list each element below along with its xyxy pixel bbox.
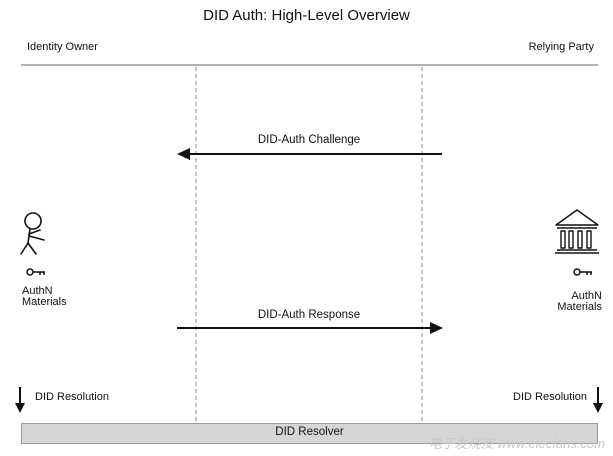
challenge-arrow: [177, 148, 442, 160]
stick-figure-icon: [20, 212, 45, 255]
left-materials-line1: AuthN: [22, 285, 53, 297]
institution-building-icon: [555, 209, 599, 254]
identity-owner-label: Identity Owner: [27, 41, 98, 53]
right-materials-label: AuthN Materials: [557, 291, 602, 313]
did-resolver-bar: [21, 423, 598, 444]
relying-party-label: Relying Party: [528, 41, 594, 53]
left-materials-line2: Materials: [22, 296, 67, 308]
key-icon: [26, 268, 45, 276]
arrow-down-icon: [593, 387, 603, 413]
response-label: DID-Auth Response: [257, 309, 361, 321]
right-resolution-label: DID Resolution: [513, 391, 587, 403]
did-resolver-label: DID Resolver: [275, 426, 344, 438]
watermark: 电子发烧友 www.elecfans.com: [428, 436, 605, 451]
left-materials-label: AuthN Materials: [22, 286, 67, 308]
right-materials-line2: Materials: [557, 301, 602, 313]
diagram-title: DID Auth: High-Level Overview: [203, 7, 410, 24]
arrow-down-icon: [15, 387, 25, 413]
response-arrow: [177, 322, 443, 334]
left-resolution-label: DID Resolution: [35, 391, 109, 403]
key-icon: [573, 268, 592, 276]
right-materials-line1: AuthN: [571, 290, 602, 302]
challenge-label: DID-Auth Challenge: [257, 134, 361, 146]
